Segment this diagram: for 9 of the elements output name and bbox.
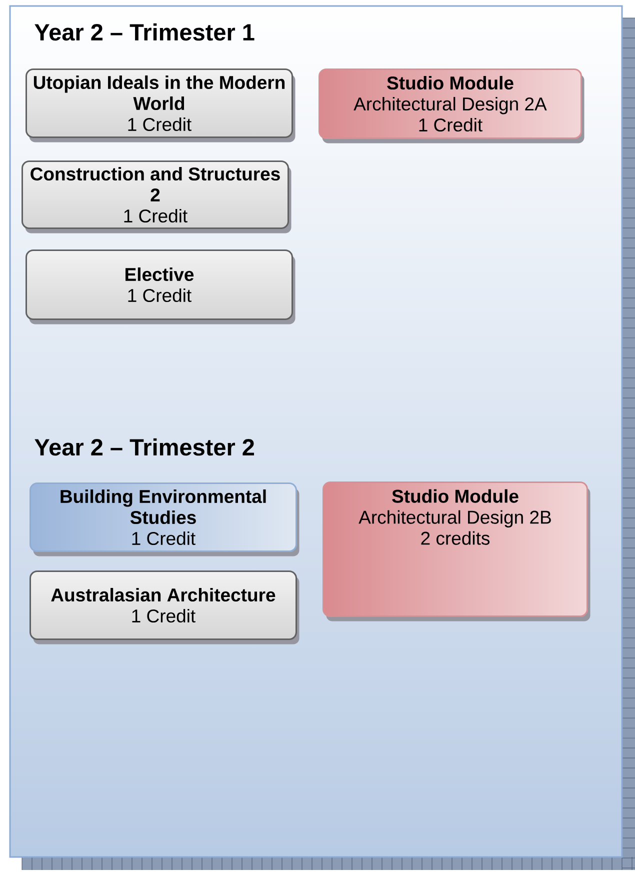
course-box: Elective 1 Credit	[26, 250, 296, 324]
section-heading: Year 2 – Trimester 1	[34, 23, 254, 41]
course-box: Studio Module Architectural Design 2A 1 Credit	[318, 68, 584, 144]
course-box: Construction and Structures 2 1 Credit	[22, 160, 292, 234]
course-box: Utopian Ideals in the Modern World 1 Credit	[26, 68, 296, 142]
course-box: Studio Module Architectural Design 2B 2 credits	[322, 482, 590, 622]
section-heading: Year 2 – Trimester 2	[34, 438, 254, 456]
course-box: Building Environmental Studies 1 Credit	[30, 482, 300, 556]
course-box: Australasian Architecture 1 Credit	[30, 570, 300, 644]
